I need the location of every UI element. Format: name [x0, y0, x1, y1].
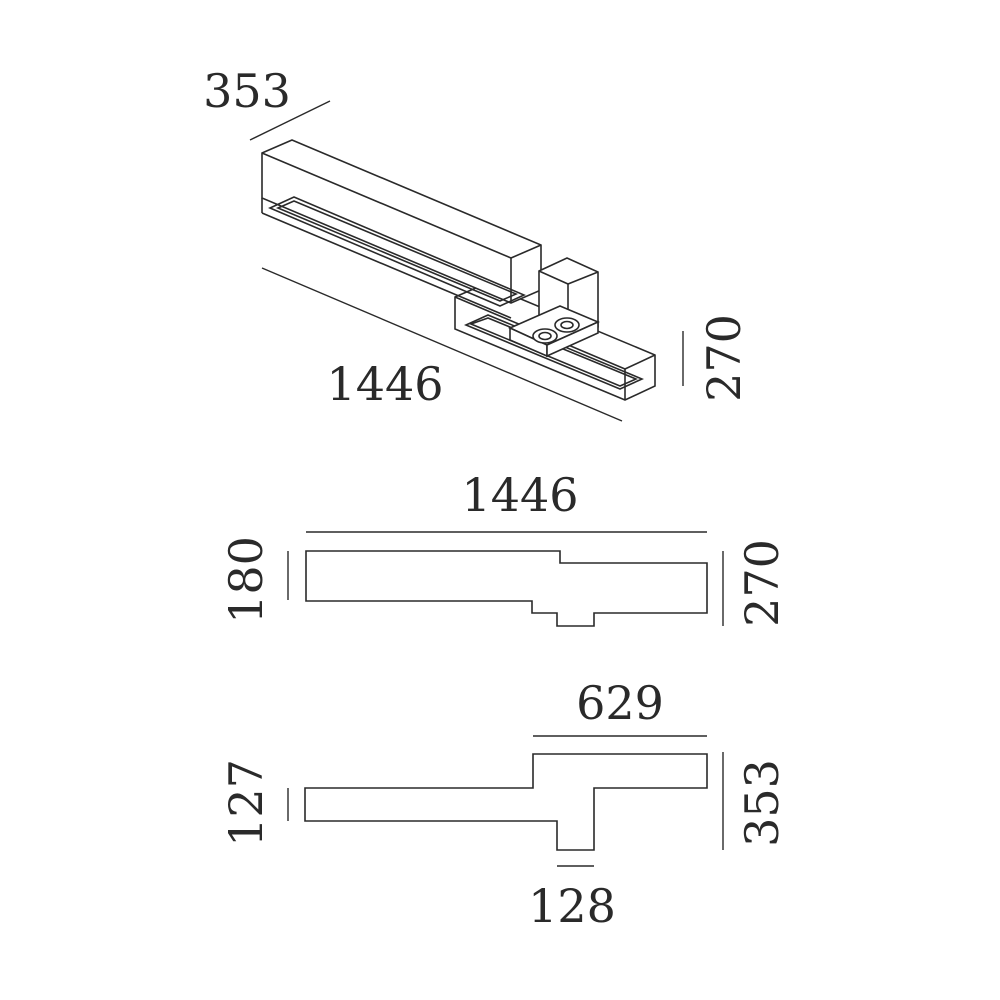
side-view: 1446 180 270 [219, 468, 789, 627]
top-stem-width-label: 128 [528, 879, 616, 933]
iso-depth-label: 353 [203, 64, 291, 118]
side-body-height-label: 180 [219, 536, 273, 624]
iso-length-dimension-line [261, 267, 623, 422]
iso-depth-dimension-line [249, 100, 331, 141]
spot-lens-icon [532, 328, 558, 344]
iso-main-bar [261, 139, 542, 319]
top-view: 629 127 353 128 [219, 676, 789, 933]
spot-lens-icon [554, 317, 580, 333]
iso-length-label: 1446 [326, 357, 443, 411]
top-profile-outline [304, 753, 708, 851]
side-total-height-label: 270 [735, 539, 789, 627]
top-body-depth-label: 127 [219, 759, 273, 847]
top-head-width-label: 629 [576, 676, 664, 730]
side-profile-outline [305, 550, 708, 627]
isometric-view: 353 1446 270 [203, 64, 751, 422]
iso-height-label: 270 [697, 314, 751, 402]
iso-spot-lenses [532, 317, 580, 344]
top-total-depth-label: 353 [735, 759, 789, 847]
side-length-label: 1446 [461, 468, 578, 522]
